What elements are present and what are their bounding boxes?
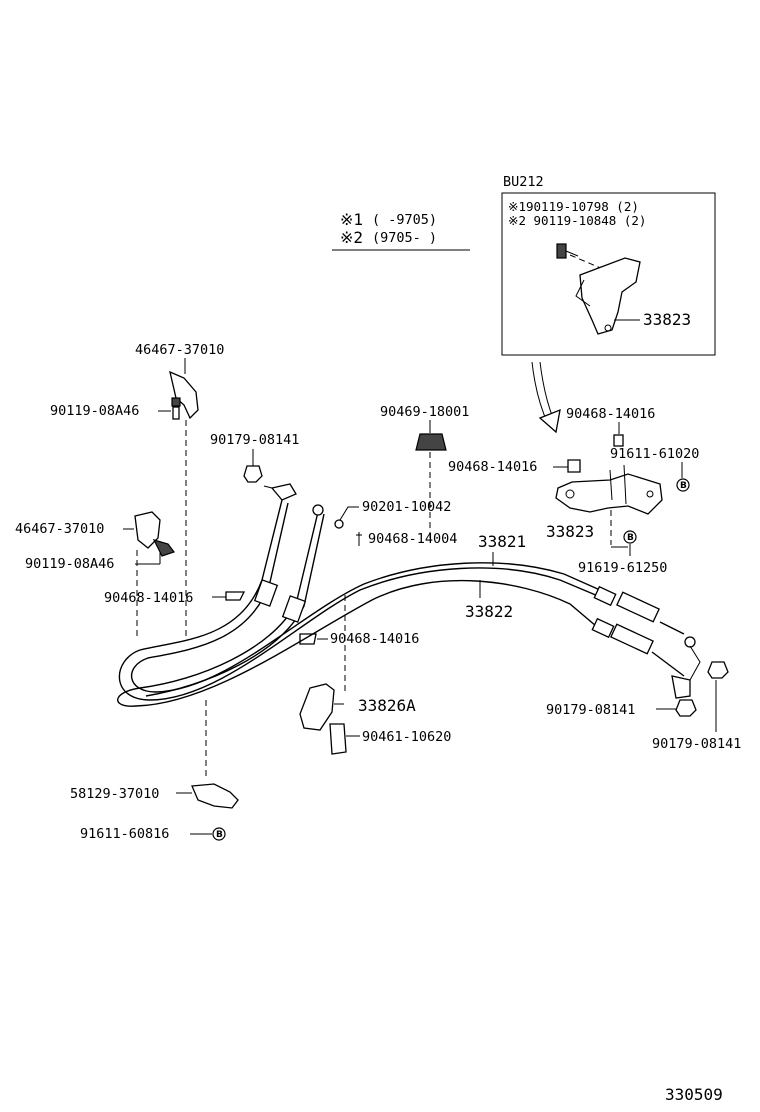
- nut-90179-right1-icon: [675, 699, 697, 717]
- bolt-left-icon: [152, 539, 175, 557]
- bracket-33823-icon: [555, 473, 663, 515]
- badge-b-letter-2: B: [627, 533, 634, 543]
- inset-bolt-icon: [556, 243, 579, 259]
- clip-90468-right-mid-icon: [567, 459, 581, 473]
- cable-end-left-icon: [270, 483, 297, 501]
- legend-range-2: (9705- ): [372, 230, 437, 246]
- inset-note-1: ※190119-10798 (2): [508, 199, 639, 214]
- inset-leader-dash: [569, 254, 611, 273]
- label-90469: 90469-18001: [380, 404, 469, 420]
- bracket-58129-icon: [191, 783, 239, 809]
- label-90119-left: 90119-08A46: [25, 556, 114, 572]
- label-91611-61020: 91611-61020: [610, 446, 699, 462]
- clip-90468-mid-icon: [299, 633, 317, 645]
- clip-90468-right-top-icon: [613, 434, 624, 447]
- label-90461: 90461-10620: [362, 729, 451, 745]
- badge-b-91611-61020: [676, 478, 690, 492]
- cable-right-sleeve-1-icon: [593, 585, 617, 607]
- bracket-33826a-icon: [299, 683, 335, 731]
- diagram-number: 330509: [665, 1085, 723, 1104]
- label-91611-60816: 91611-60816: [80, 826, 169, 842]
- label-90179-right1: 90179-08141: [546, 702, 635, 718]
- label-91619: 91619-61250: [578, 560, 667, 576]
- inset-title: BU212: [503, 174, 544, 190]
- label-33822: 33822: [465, 602, 513, 621]
- label-58129: 58129-37010: [70, 786, 159, 802]
- clip-bracket-46467-left-icon: [134, 511, 161, 549]
- inset-frame: [501, 192, 716, 356]
- bracket-right-end-icon: [671, 675, 691, 699]
- label-46467-left: 46467-37010: [15, 521, 104, 537]
- label-33821: 33821: [478, 532, 526, 551]
- label-33823: 33823: [546, 522, 594, 541]
- inset-part-label: 33823: [643, 310, 691, 329]
- pin-90201-icon: [334, 519, 344, 529]
- grommet-90469-icon: [415, 433, 447, 451]
- label-90468-right-top: 90468-14016: [566, 406, 655, 422]
- clip-90461-icon: [329, 723, 347, 755]
- clip-90468-left-icon: [225, 591, 246, 601]
- label-90201: 90201-10042: [362, 499, 451, 515]
- legend: ※1 ( -9705) ※2 (9705- ): [332, 210, 470, 251]
- badge-b-letter-3: B: [216, 830, 223, 840]
- nut-90179-left-icon: [243, 465, 263, 483]
- label-33826A: 33826A: [358, 696, 416, 715]
- label-90468-mid: 90468-14016: [330, 631, 419, 647]
- label-90179-left: 90179-08141: [210, 432, 299, 448]
- legend-mark-2: ※2: [340, 228, 363, 247]
- inset-bu212: BU212 ※190119-10798 (2) ※2 90119-10848 (…: [501, 174, 716, 356]
- label-90179-right2: 90179-08141: [652, 736, 741, 752]
- cable-assembly: [117, 483, 701, 707]
- badge-b-91611-60816: [212, 827, 226, 841]
- cable-right-sleeve-2-icon: [591, 617, 615, 639]
- label-90119-top: 90119-08A46: [50, 403, 139, 419]
- cable-end-right-top-icon: [684, 636, 696, 648]
- label-46467-top: 46467-37010: [135, 342, 224, 358]
- inset-arrow-head-icon: [538, 408, 561, 434]
- legend-range-1: ( -9705): [372, 212, 437, 228]
- inset-bracket-33823-icon: [579, 257, 641, 335]
- bolt-top-icon: [171, 397, 181, 407]
- label-90468-right-mid: 90468-14016: [448, 459, 537, 475]
- boot-left-icon: [253, 579, 279, 607]
- label-90468-left: 90468-14016: [104, 590, 193, 606]
- badge-b-91619: [623, 530, 637, 544]
- label-90468-center: 90468-14004: [368, 531, 457, 547]
- legend-mark-1: ※1: [340, 210, 363, 229]
- badge-b-letter-1: B: [680, 481, 687, 491]
- inset-note-2: ※2 90119-10848 (2): [508, 213, 646, 228]
- cable-end-right-icon: [312, 504, 324, 516]
- nut-90179-right2-icon: [707, 661, 729, 679]
- boot-center-icon: [281, 595, 307, 623]
